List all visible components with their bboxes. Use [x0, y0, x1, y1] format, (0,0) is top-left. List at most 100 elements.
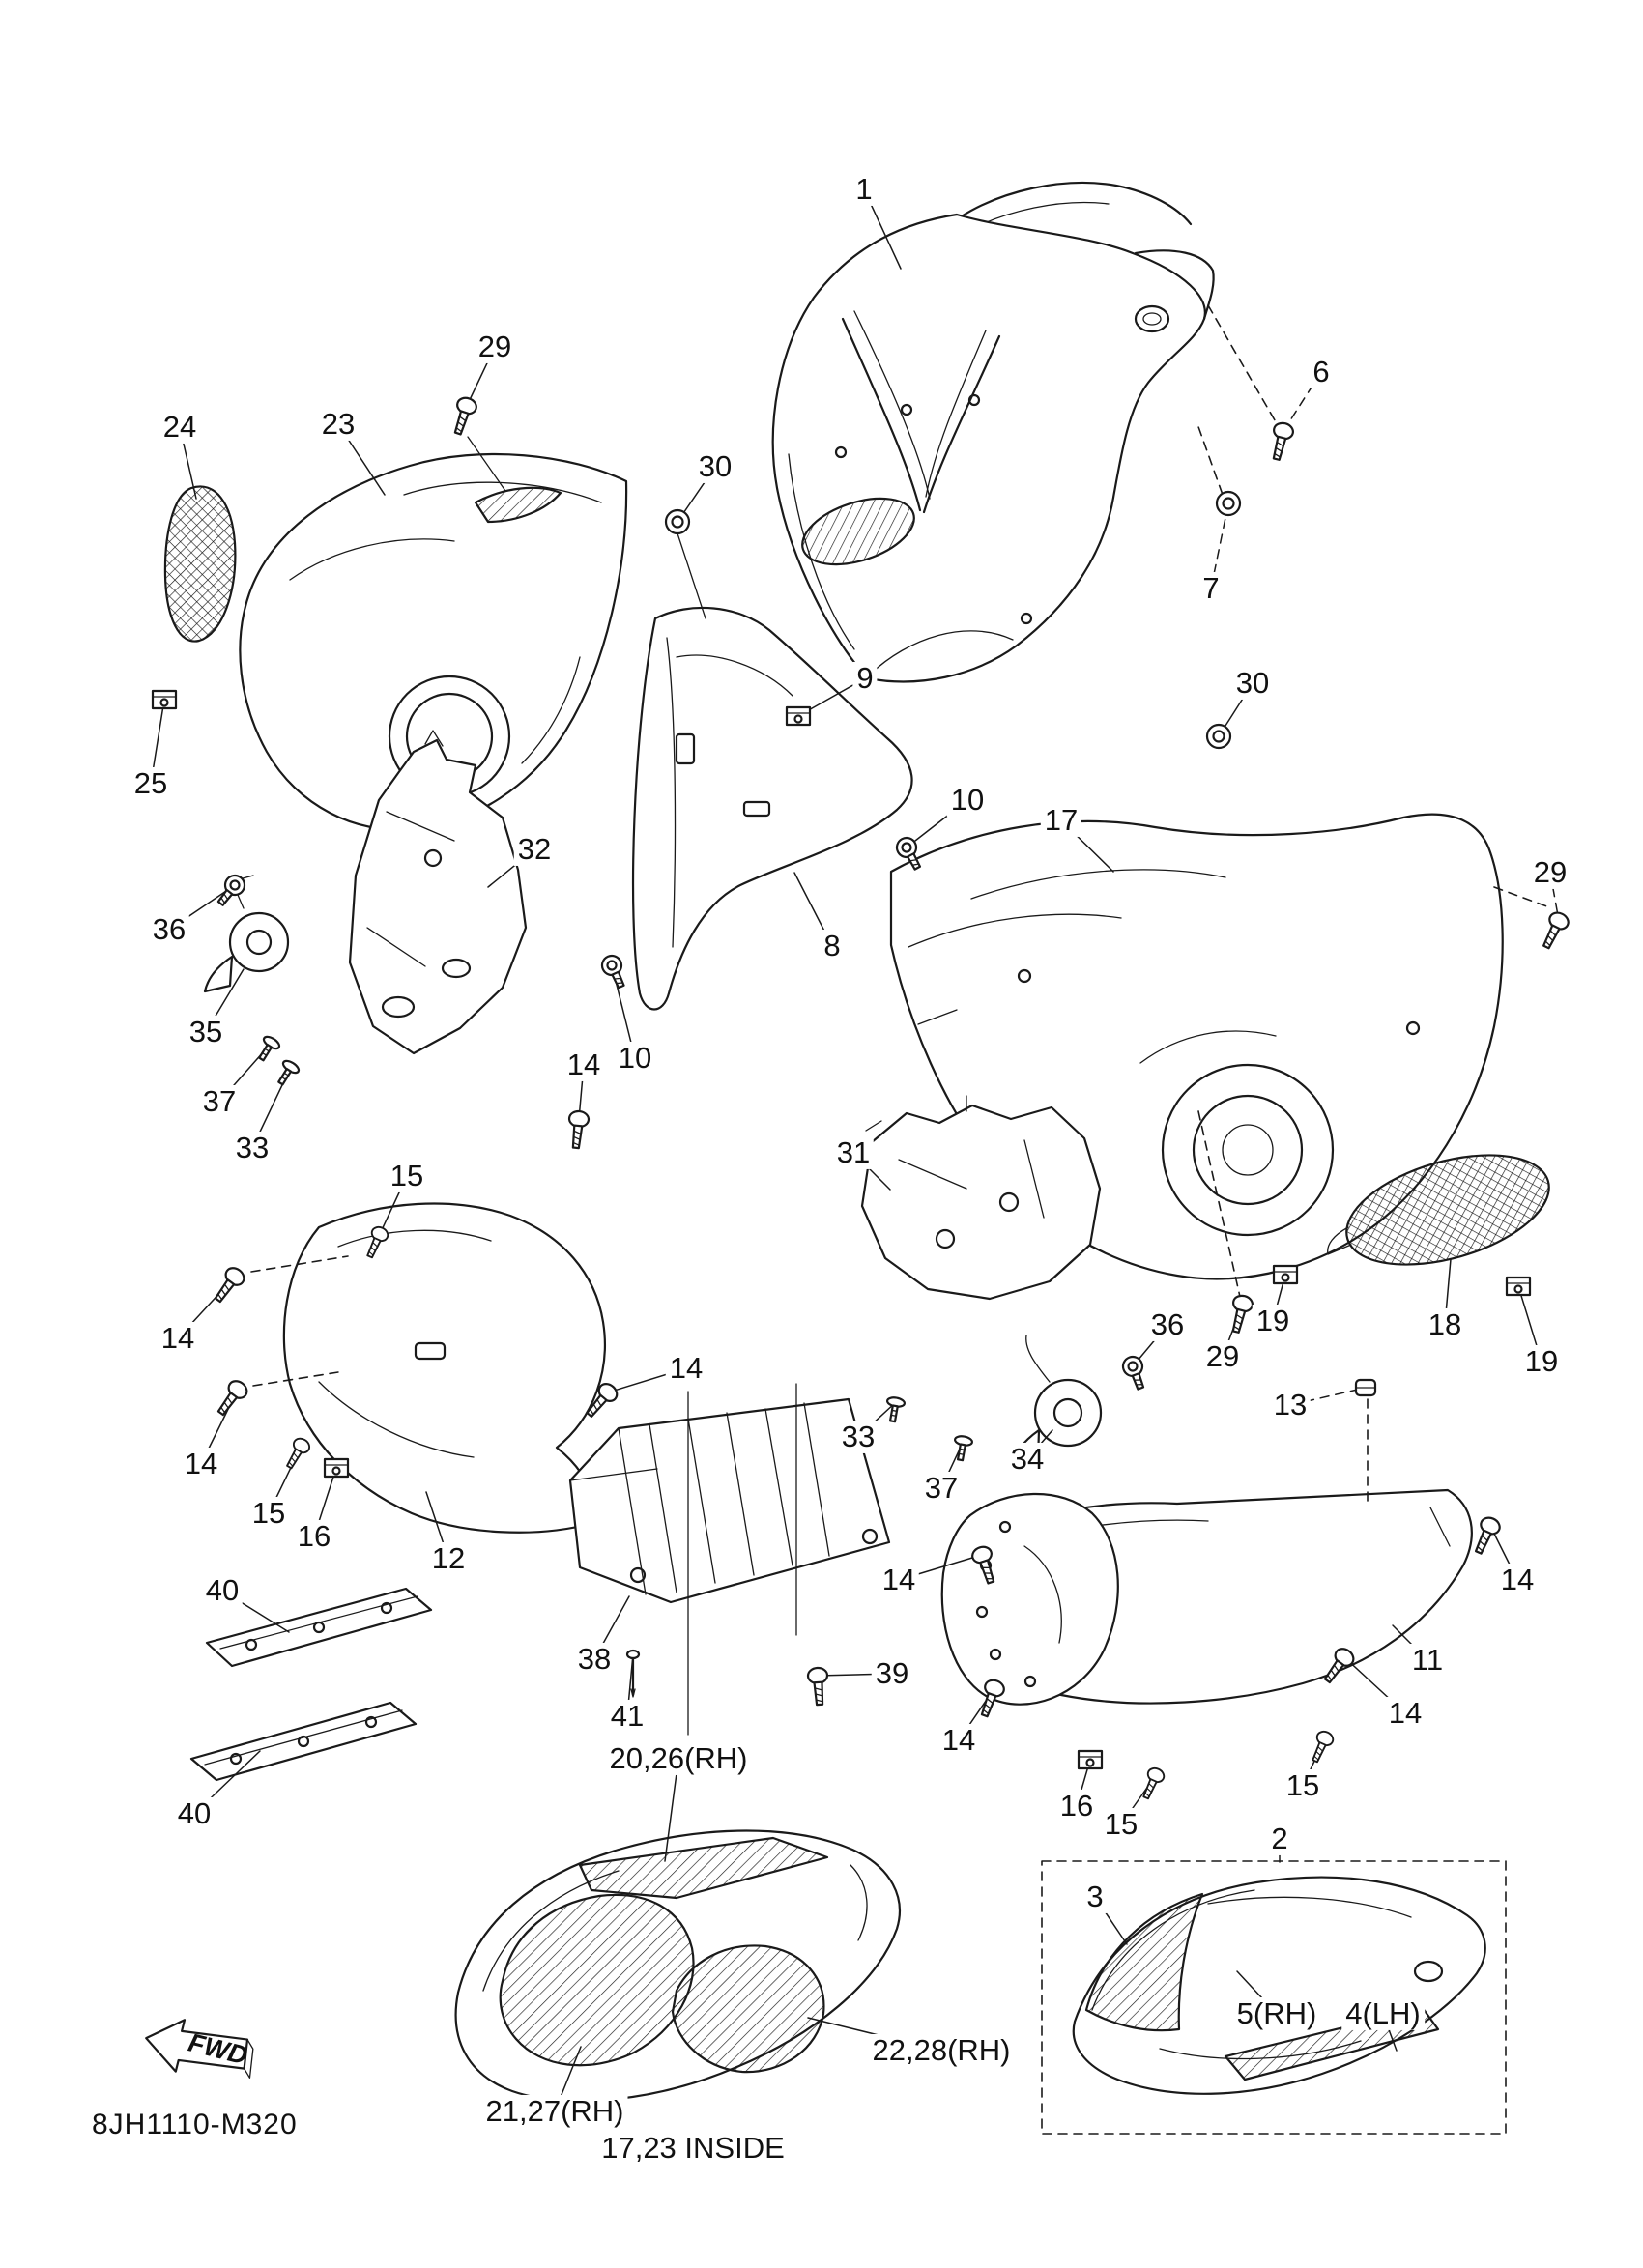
- callout-8[interactable]: 8: [820, 929, 845, 963]
- callout-40[interactable]: 40: [173, 1796, 216, 1831]
- callout-5-rh[interactable]: 5(RH): [1232, 1996, 1321, 2031]
- screw-icon: [1536, 908, 1572, 953]
- part-left-fairing: [239, 452, 628, 831]
- callout-12[interactable]: 12: [427, 1541, 470, 1576]
- callout-15[interactable]: 15: [1100, 1807, 1142, 1842]
- part-windshield-detail: [454, 1829, 901, 2103]
- callout-29[interactable]: 29: [1529, 855, 1571, 890]
- clip-icon: [151, 689, 178, 710]
- document-code: 8JH1110-M320: [92, 2109, 298, 2140]
- washer-icon: [664, 508, 691, 535]
- callout-38[interactable]: 38: [573, 1642, 616, 1677]
- screw-icon: [447, 394, 480, 438]
- callout-31[interactable]: 31: [832, 1135, 875, 1170]
- callout-14[interactable]: 14: [1496, 1563, 1539, 1597]
- callout-41[interactable]: 41: [606, 1699, 649, 1734]
- callout-6[interactable]: 6: [1309, 355, 1334, 389]
- callout-11[interactable]: 11: [1407, 1643, 1448, 1678]
- callout-15[interactable]: 15: [386, 1159, 428, 1193]
- washer-icon: [1215, 490, 1242, 517]
- screw-icon: [1225, 1292, 1255, 1335]
- callout-39[interactable]: 39: [871, 1656, 913, 1691]
- bolt-icon: [212, 870, 250, 911]
- callout-34[interactable]: 34: [1006, 1442, 1049, 1477]
- callout-10[interactable]: 10: [946, 783, 989, 818]
- callout-18[interactable]: 18: [1424, 1307, 1466, 1342]
- callout-32[interactable]: 32: [513, 832, 556, 867]
- callout-33[interactable]: 33: [231, 1131, 274, 1165]
- callout-21-27-rh[interactable]: 21,27(RH): [481, 2094, 628, 2129]
- callout-19[interactable]: 19: [1520, 1344, 1563, 1379]
- callout-29[interactable]: 29: [474, 330, 516, 364]
- screw-icon: [209, 1263, 248, 1307]
- callout-24[interactable]: 24: [159, 410, 201, 445]
- callout-30[interactable]: 30: [1231, 666, 1274, 701]
- bolt-icon: [1119, 1353, 1151, 1393]
- callout-30[interactable]: 30: [694, 449, 736, 484]
- callout-29[interactable]: 29: [1201, 1339, 1244, 1374]
- callout-33[interactable]: 33: [837, 1420, 879, 1454]
- callout-20-26-rh[interactable]: 20,26(RH): [605, 1741, 752, 1776]
- callout-25[interactable]: 25: [130, 766, 172, 801]
- fwd-arrow: FWD: [145, 2019, 254, 2079]
- screw-icon: [1468, 1513, 1504, 1558]
- fwd-label: FWD: [186, 2027, 250, 2070]
- part-bracket-31: [860, 1095, 1102, 1301]
- callout-40[interactable]: 40: [201, 1573, 244, 1608]
- callout-14[interactable]: 14: [878, 1563, 920, 1597]
- callout-14[interactable]: 14: [562, 1048, 605, 1082]
- screw-icon: [564, 1108, 591, 1150]
- callout-36[interactable]: 36: [1146, 1307, 1189, 1342]
- part-front-cowl: [771, 181, 1215, 683]
- screw-icon: [1265, 419, 1296, 463]
- rivet-icon: [272, 1057, 303, 1089]
- leader-line: [1283, 371, 1322, 432]
- part-strip-top: [205, 1587, 433, 1668]
- part-floor-plate: [568, 1397, 891, 1604]
- callout-7[interactable]: 7: [1198, 571, 1224, 606]
- clip-icon: [1077, 1749, 1104, 1770]
- screw-icon: [280, 1434, 313, 1473]
- callout-22-28-rh[interactable]: 22,28(RH): [868, 2033, 1015, 2068]
- callout-15[interactable]: 15: [1282, 1768, 1324, 1803]
- bolt-icon: [597, 951, 631, 992]
- callout-4-lh[interactable]: 4(LH): [1341, 1996, 1425, 2031]
- callout-3[interactable]: 3: [1082, 1880, 1108, 1914]
- callout-14[interactable]: 14: [937, 1723, 980, 1758]
- callout-23[interactable]: 23: [317, 407, 360, 442]
- clip-icon: [323, 1457, 350, 1479]
- part-grille: [1327, 1154, 1550, 1266]
- callout-16[interactable]: 16: [293, 1519, 335, 1554]
- rivet-icon: [950, 1433, 974, 1463]
- callout-14[interactable]: 14: [180, 1447, 222, 1481]
- leader-line: [1289, 1387, 1367, 1406]
- callout-37[interactable]: 37: [920, 1471, 963, 1506]
- callout-9[interactable]: 9: [852, 661, 878, 696]
- screw-icon: [806, 1666, 831, 1707]
- part-strip-bottom: [189, 1701, 418, 1782]
- callout-37[interactable]: 37: [198, 1084, 241, 1119]
- callout-14[interactable]: 14: [665, 1351, 707, 1386]
- part-mesh-insert: [163, 485, 237, 643]
- callout-14[interactable]: 14: [1384, 1696, 1427, 1731]
- washer-icon: [1205, 723, 1232, 750]
- screw-icon: [1137, 1765, 1167, 1802]
- callout-17[interactable]: 17: [1040, 803, 1082, 838]
- callout-16[interactable]: 16: [1055, 1789, 1098, 1823]
- screw-icon: [212, 1376, 251, 1421]
- screw-icon: [1306, 1728, 1337, 1766]
- callout-35[interactable]: 35: [185, 1015, 227, 1049]
- callout-10[interactable]: 10: [614, 1041, 656, 1076]
- callout-14[interactable]: 14: [157, 1321, 199, 1356]
- callout-17-23-inside[interactable]: 17,23 INSIDE: [597, 2131, 789, 2166]
- callout-2[interactable]: 2: [1267, 1822, 1292, 1856]
- callout-15[interactable]: 15: [247, 1496, 290, 1531]
- grommet-icon: [1354, 1378, 1377, 1397]
- callout-19[interactable]: 19: [1252, 1304, 1294, 1338]
- callout-36[interactable]: 36: [148, 912, 190, 947]
- callout-13[interactable]: 13: [1269, 1388, 1312, 1422]
- callout-1[interactable]: 1: [851, 172, 877, 207]
- clip-icon: [1272, 1264, 1299, 1285]
